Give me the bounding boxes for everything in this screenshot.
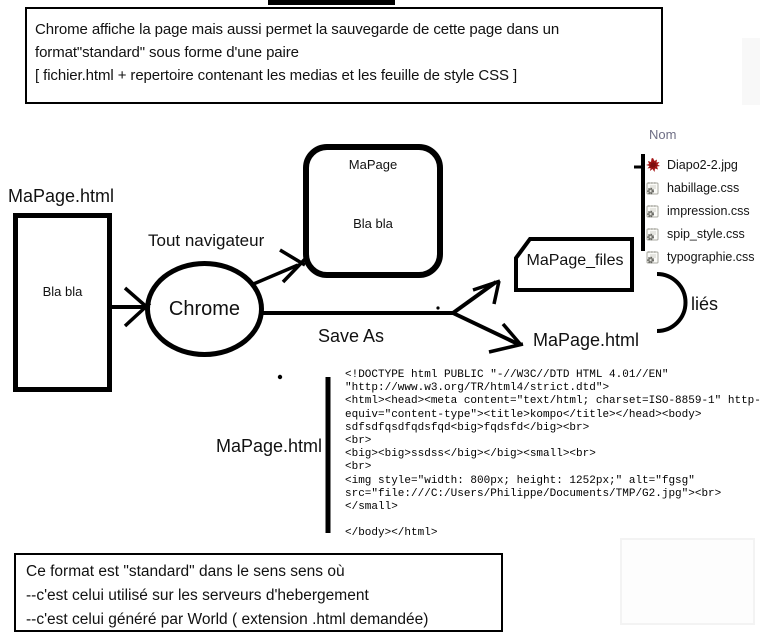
faint-artifact — [620, 538, 755, 625]
file-row[interactable]: habillage.css — [645, 176, 779, 199]
css-file-icon — [646, 227, 659, 240]
saved-html-label: MaPage.html — [533, 330, 640, 350]
intro-note-line: format"standard" sous forme d'une paire — [35, 44, 299, 61]
css-file-icon — [646, 250, 659, 263]
browser-name: Chrome — [168, 297, 241, 320]
html-source-code: <!DOCTYPE html PUBLIC "-//W3C//DTD HTML … — [345, 369, 761, 540]
files-folder-label: MaPage_files — [526, 252, 624, 269]
column-header-name[interactable]: Nom — [649, 127, 677, 142]
css-file-icon — [646, 204, 659, 217]
footer-note-line: --c'est celui généré par World ( extensi… — [26, 611, 429, 628]
file-row[interactable]: Diapo2-2.jpg — [645, 153, 779, 176]
ink-dot — [436, 306, 440, 310]
image-file-icon — [646, 157, 660, 172]
css-file-icon — [646, 181, 659, 194]
file-name: habillage.css — [667, 180, 740, 195]
code-file-label: MaPage.html — [216, 436, 323, 456]
footer-note-line: Ce format est "standard" dans le sens se… — [26, 563, 345, 580]
arrow-chrome-to-page — [250, 263, 299, 287]
file-row[interactable]: spip_style.css — [645, 222, 779, 245]
footer-note-box: Ce format est "standard" dans le sens se… — [14, 553, 503, 632]
intro-note-line: Chrome affiche la page mais aussi permet… — [35, 21, 560, 38]
file-list-panel: Nom Diapo2-2.jpg habillage.css impressio… — [645, 120, 779, 268]
arrow-fork-to-html-barb — [488, 322, 524, 354]
file-name: typographie.css — [667, 249, 755, 264]
linked-label: liés — [691, 294, 719, 314]
source-box-text: Bla bla — [42, 284, 83, 299]
file-name: spip_style.css — [667, 226, 745, 241]
footer-note-line: --c'est celui utilisé sur les serveurs d… — [26, 587, 369, 604]
linked-arc — [656, 272, 688, 333]
arrow-fork-to-html — [452, 311, 519, 346]
faint-artifact — [742, 38, 760, 105]
file-row[interactable]: impression.css — [645, 199, 779, 222]
rendered-page-title: MaPage — [348, 157, 398, 172]
arrow-fork-to-files — [451, 280, 498, 315]
file-row[interactable]: typographie.css — [645, 245, 779, 268]
ink-dot — [277, 374, 283, 380]
intro-note-box: Chrome affiche la page mais aussi permet… — [25, 7, 663, 104]
rendered-page-body: Bla bla — [353, 216, 393, 231]
source-file-label: MaPage.html — [8, 186, 115, 206]
rendered-page-box: MaPage Bla bla — [303, 144, 443, 278]
arrow-fork-to-files-barb — [472, 279, 501, 305]
intro-note-line: [ fichier.html + repertoire contenant le… — [35, 67, 518, 84]
save-as-label: Save As — [318, 326, 385, 346]
file-name: impression.css — [667, 203, 750, 218]
file-name: Diapo2-2.jpg — [667, 157, 738, 172]
top-crop-bar — [268, 0, 395, 5]
source-file-box: Bla bla — [13, 213, 112, 392]
browser-ellipse: Chrome — [145, 261, 264, 357]
browser-caption: Tout navigateur — [148, 231, 265, 250]
